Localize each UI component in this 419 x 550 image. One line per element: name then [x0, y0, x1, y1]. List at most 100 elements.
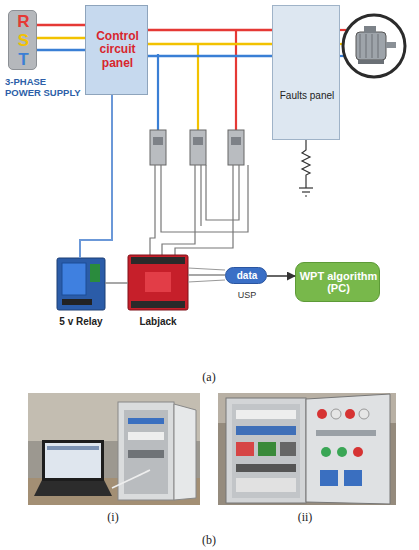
current-sensor — [190, 130, 206, 165]
device — [258, 442, 276, 456]
lead — [150, 165, 155, 255]
motor — [343, 15, 405, 77]
sensor-leads — [150, 165, 248, 255]
terminal-block — [90, 264, 100, 282]
breaker-row — [128, 418, 164, 424]
photo-lab-setup — [28, 393, 200, 505]
wire-connector — [148, 55, 272, 57]
laptop-base — [34, 480, 112, 496]
device-row — [128, 432, 164, 440]
cabinet-door — [174, 404, 196, 500]
device — [280, 442, 296, 456]
cabinet-door — [306, 394, 390, 504]
red-wire — [235, 30, 237, 130]
labjack: Labjack — [128, 255, 188, 310]
breaker-row — [236, 410, 296, 419]
lead — [206, 165, 239, 220]
current-sensor — [228, 130, 244, 165]
blue-wire — [157, 54, 159, 130]
wpt-box: WPT algorithm (PC) — [295, 262, 380, 302]
terminal-strip — [131, 257, 185, 264]
relay-pcb — [57, 258, 105, 310]
cable — [112, 470, 150, 488]
node-text: 3-PHASE POWER SUPPLY — [5, 77, 81, 98]
photo-frame — [218, 393, 396, 505]
device-row — [128, 450, 164, 458]
wire-duct — [236, 478, 296, 492]
wire-connector — [105, 282, 128, 284]
pin-header — [62, 299, 92, 305]
pilot-lamp — [359, 409, 369, 419]
motor-fin — [366, 34, 367, 58]
screen-content — [45, 443, 101, 478]
wire-connector — [37, 37, 85, 39]
cabinet — [118, 402, 174, 500]
lead — [161, 165, 248, 232]
wire-connector — [37, 49, 85, 51]
figure-label: (b) — [202, 533, 216, 548]
push-button — [337, 447, 347, 457]
label-plate — [145, 272, 171, 292]
laptop-screen — [42, 440, 104, 481]
control-panel: Control circuit panel — [85, 5, 148, 95]
figure-label: (a) — [202, 370, 215, 385]
push-button — [353, 447, 363, 457]
wire-connector — [37, 24, 85, 26]
pilot-lamp — [345, 409, 355, 419]
labjack-body — [128, 255, 188, 310]
lead — [200, 165, 201, 226]
terminal-row — [236, 464, 296, 472]
relay-board — [57, 258, 105, 310]
node-text: 5 v Relay — [43, 316, 119, 327]
terminal-box — [364, 26, 376, 33]
wire-connector — [267, 275, 295, 277]
wire-connector — [188, 274, 225, 276]
wire-connector — [80, 95, 112, 258]
node-text: USP — [216, 290, 278, 300]
wire-connector — [148, 43, 272, 45]
node-text: Control circuit panel — [86, 30, 149, 70]
wire-connector — [148, 29, 272, 31]
sensor-wires — [158, 30, 236, 130]
node-text: data — [226, 270, 268, 281]
resistor-symbol — [299, 140, 313, 196]
pilot-lamp — [317, 409, 327, 419]
yellow-wire — [197, 44, 199, 130]
motor-body — [356, 32, 386, 60]
current-sensor — [150, 130, 166, 165]
device — [236, 442, 254, 456]
cabinet-interior — [232, 404, 300, 498]
cabinet-interior — [124, 410, 168, 494]
contactor-row — [236, 426, 296, 435]
motor-fin — [360, 34, 361, 58]
lead — [175, 165, 233, 255]
rail — [316, 430, 376, 436]
node-text: T — [9, 50, 38, 69]
usb-lead — [188, 268, 225, 270]
motor-circle — [343, 15, 405, 77]
sensor-core — [153, 137, 163, 145]
node-text: Labjack — [120, 316, 196, 327]
sensor-core — [231, 137, 241, 145]
figure-label: (i) — [107, 510, 118, 525]
node-text: S — [9, 31, 38, 50]
sensor-core — [193, 137, 203, 145]
pilot-lamp — [331, 409, 341, 419]
ground — [302, 191, 310, 192]
relay: 5 v Relay — [57, 258, 105, 310]
ground — [299, 187, 313, 188]
photo-frame — [28, 393, 200, 505]
node-text: R — [9, 12, 38, 31]
current-sensors — [150, 130, 244, 165]
resistor — [302, 140, 310, 188]
node-text: WPT algorithm (PC) — [296, 270, 381, 295]
terminal-strip — [131, 301, 185, 308]
data-pill: dataUSP — [225, 267, 267, 284]
motor-shaft — [386, 42, 396, 48]
photo-cabinet — [218, 393, 396, 505]
lead — [162, 165, 195, 255]
relay-cube — [62, 263, 86, 295]
labjack-board — [128, 255, 225, 310]
